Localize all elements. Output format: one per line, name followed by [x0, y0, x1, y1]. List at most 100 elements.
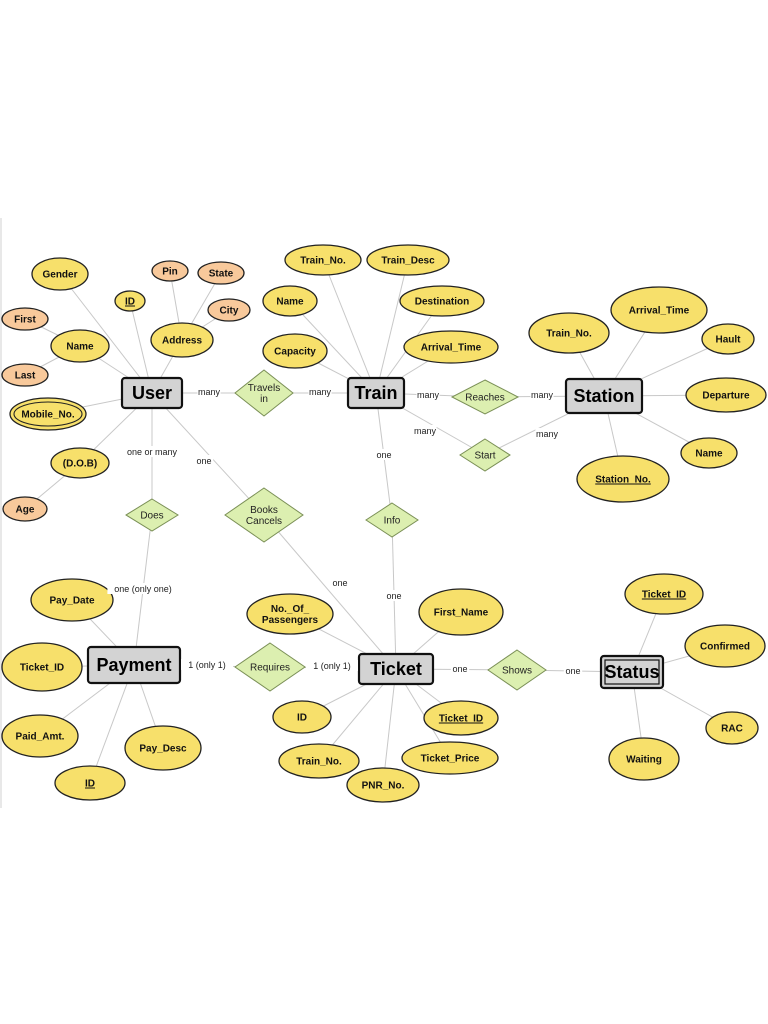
attribute-ellipse — [124, 725, 202, 771]
attribute-label: ID — [85, 779, 95, 790]
attribute-label: Confirmed — [700, 642, 750, 653]
relationship-requires: Requires — [234, 642, 306, 692]
attribute-station-hault: Hault — [701, 323, 755, 355]
relationship-info: Info — [365, 502, 419, 538]
attribute-user-id: ID — [114, 290, 146, 312]
attribute-user-pin: Pin — [151, 260, 189, 282]
attribute-ellipse — [346, 767, 420, 803]
attribute-pay-paid-amt: Paid_Amt. — [1, 714, 79, 758]
cardinality-label: one — [452, 664, 467, 674]
cardinality-c12: one — [384, 590, 404, 601]
attribute-ellipse — [528, 312, 610, 354]
cardinality-backdrop — [450, 663, 470, 674]
attribute-user-age: Age — [2, 496, 48, 522]
cardinality-label: 1 (only 1) — [313, 661, 351, 671]
entity-user: User — [120, 376, 184, 410]
attribute-status-rac: RAC — [705, 711, 759, 745]
relationship-label: Books — [250, 505, 278, 516]
attribute-station-arrival: Arrival_Time — [610, 286, 708, 334]
attribute-ellipse — [401, 741, 499, 775]
attribute-label: Station_No. — [595, 475, 651, 486]
attribute-label: Train_No. — [546, 329, 592, 340]
attribute-ellipse — [423, 700, 499, 736]
relationship-diamond — [125, 498, 179, 532]
relationship-label: Travels — [248, 383, 280, 394]
attribute-pay-ticket-id: Ticket_ID — [1, 642, 83, 692]
attribute-label: ID — [297, 713, 307, 724]
cardinality-c14: 1 (only 1) — [306, 660, 358, 671]
relationship-label: Reaches — [465, 393, 504, 404]
cardinality-c8: one — [194, 455, 214, 466]
cardinality-backdrop — [330, 577, 350, 588]
relationship-diamond — [459, 438, 511, 472]
attribute-label: Last — [15, 371, 36, 382]
relationship-diamond — [224, 487, 304, 543]
entity-box — [357, 652, 435, 686]
attribute-label: Pin — [162, 267, 178, 278]
attribute-user-dob: (D.O.B) — [50, 447, 110, 479]
attribute-user-city: City — [207, 298, 251, 322]
entity-inner-border — [604, 659, 660, 685]
entity-train: Train — [346, 376, 406, 410]
cardinality-c5: many — [413, 425, 437, 436]
link-user-books — [151, 392, 265, 516]
attribute-ellipse — [246, 593, 334, 635]
attribute-label: Name — [66, 342, 94, 353]
attribute-user-last: Last — [1, 363, 49, 387]
attribute-station-departure: Departure — [685, 377, 767, 413]
cardinality-c13: 1 (only 1) — [181, 659, 233, 670]
attribute-label: Ticket_ID — [642, 590, 686, 601]
attribute-station-train-no: Train_No. — [528, 312, 610, 354]
entity-box — [599, 654, 665, 690]
attribute-label: Gender — [42, 270, 77, 281]
relationship-diamond — [450, 379, 520, 415]
attribute-ellipse — [207, 298, 251, 322]
attribute-ellipse — [576, 455, 670, 503]
attribute-label: Departure — [702, 391, 750, 402]
entity-label: Station — [574, 386, 635, 406]
cardinality-backdrop — [416, 389, 440, 400]
cardinality-backdrop — [374, 449, 394, 460]
cardinality-backdrop — [123, 446, 181, 457]
relationship-label: Info — [384, 516, 401, 527]
entity-ticket: Ticket — [357, 652, 435, 686]
attribute-label: State — [209, 269, 234, 280]
attribute-label: Destination — [415, 297, 469, 308]
cardinality-backdrop — [530, 389, 554, 400]
cardinality-label: many — [198, 387, 221, 397]
attribute-label: Ticket_ID — [439, 714, 483, 725]
attribute-ticket-ticket-id: Ticket_ID — [423, 700, 499, 736]
attribute-ellipse — [608, 737, 680, 781]
attribute-ellipse — [30, 578, 114, 622]
attribute-ellipse — [684, 624, 766, 668]
attribute-ellipse — [1, 714, 79, 758]
attribute-status-waiting: Waiting — [608, 737, 680, 781]
attribute-ellipse — [272, 700, 332, 734]
cardinality-label: one or many — [127, 447, 178, 457]
entity-station: Station — [564, 377, 644, 415]
entity-label: Payment — [96, 655, 171, 675]
entity-box — [346, 376, 406, 410]
cardinality-c1: many — [197, 386, 221, 397]
attribute-ticket-train-no: Train_No. — [278, 743, 360, 779]
relationship-diamond — [365, 502, 419, 538]
attribute-pay-id: ID — [54, 765, 126, 801]
link-train-train-no — [322, 259, 377, 394]
relationship-label: Does — [140, 511, 163, 522]
attribute-ellipse — [705, 711, 759, 745]
link-books-ticket — [263, 514, 397, 670]
relationship-does: Does — [125, 498, 179, 532]
link-train-train-desc — [375, 259, 409, 394]
cardinality-label: one — [376, 450, 391, 460]
attribute-label: Name — [695, 449, 723, 460]
relationship-label: Shows — [502, 666, 532, 677]
attribute-ellipse — [150, 322, 214, 358]
attribute-label: Paid_Amt. — [16, 732, 65, 743]
attribute-ticket-passengers: No._Of_Passengers — [246, 593, 334, 635]
attribute-ellipse — [2, 496, 48, 522]
